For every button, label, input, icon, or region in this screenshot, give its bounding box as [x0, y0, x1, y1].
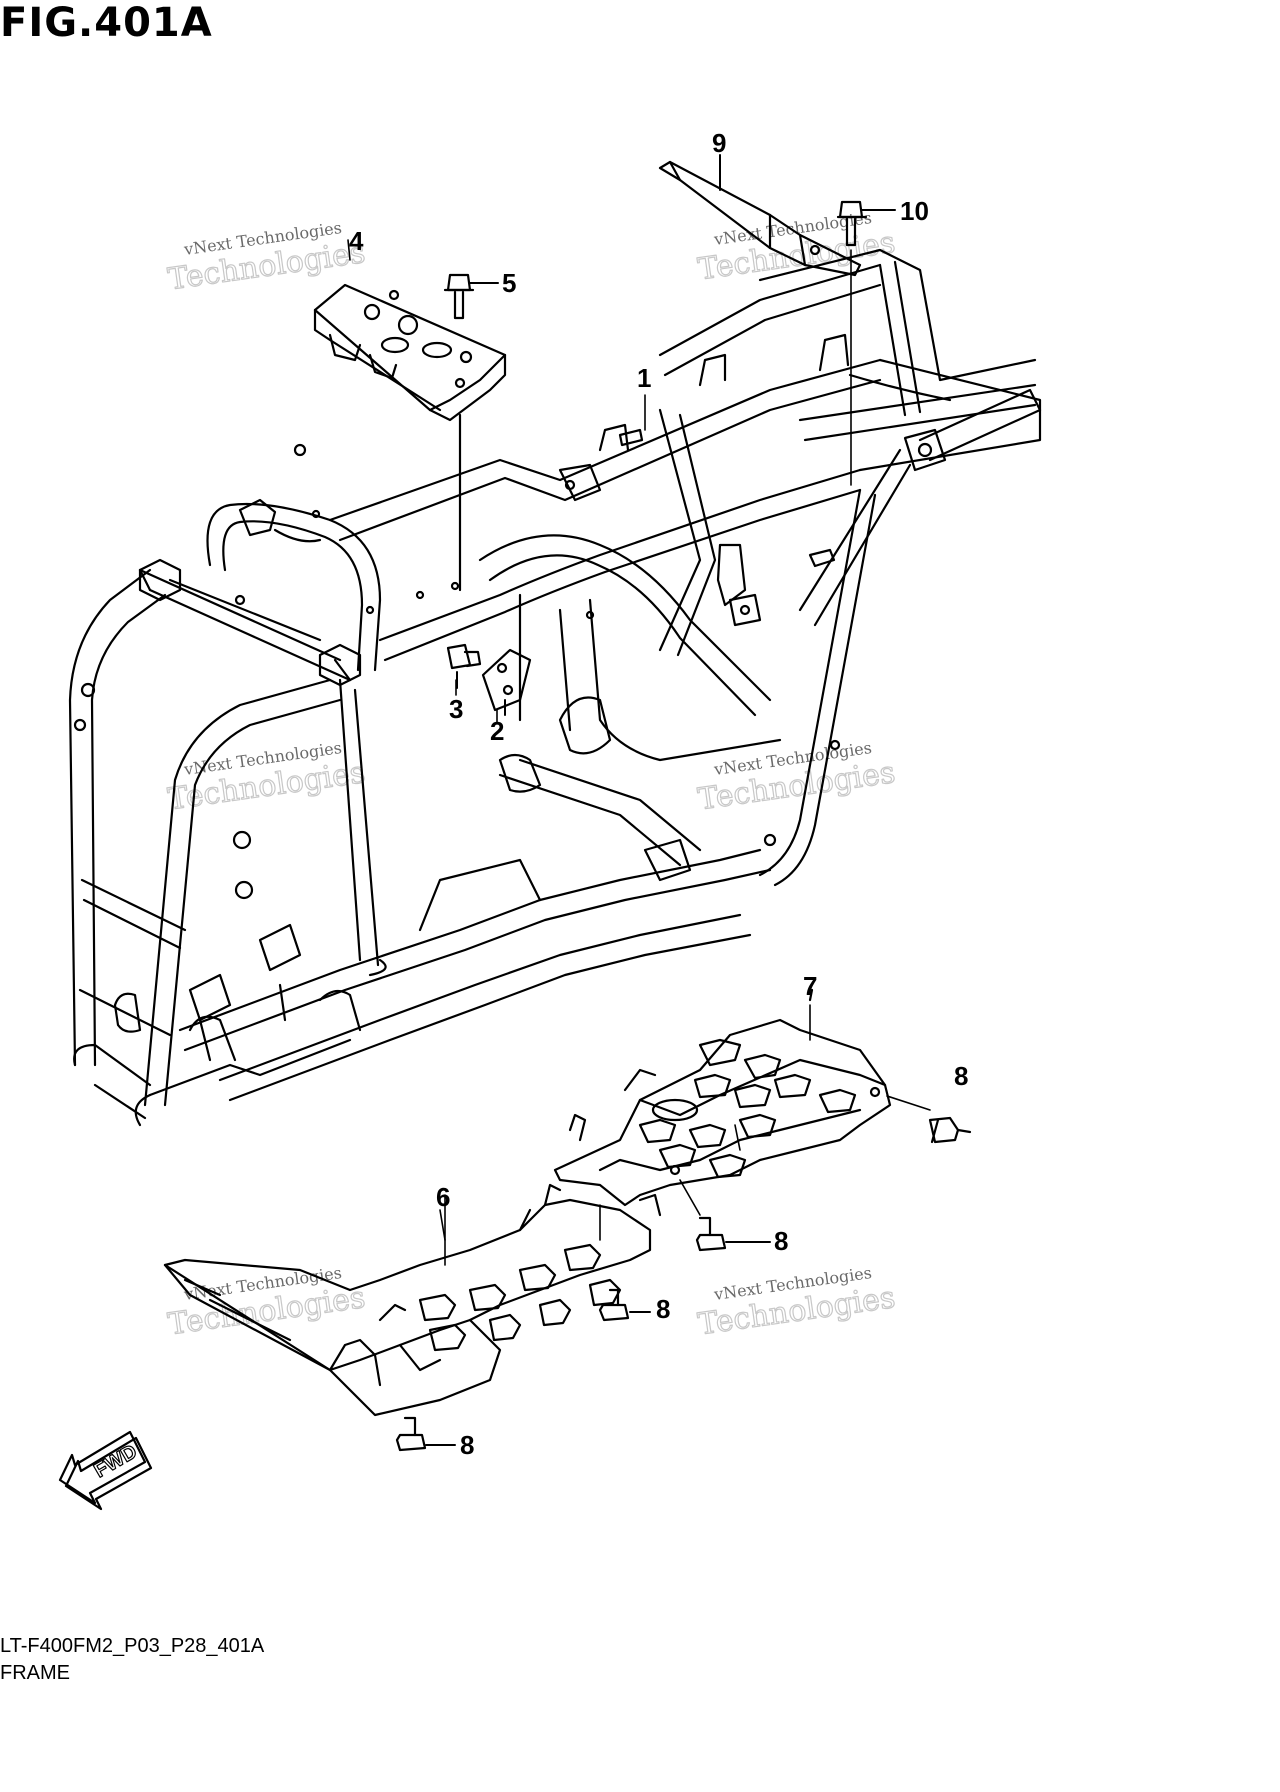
callout-10: 10	[900, 196, 929, 226]
bolt-part-5	[443, 273, 499, 320]
callout-5: 5	[502, 268, 516, 298]
figure-title: FIG.401A	[0, 0, 213, 46]
bolt-part-10	[836, 200, 896, 486]
bolt-part-8-c	[598, 1288, 651, 1322]
callout-7: 7	[803, 971, 817, 1001]
callout-8-d: 8	[460, 1430, 474, 1460]
fwd-arrow-icon: FWD	[58, 1430, 153, 1511]
skid-plate-part-6	[163, 1183, 662, 1417]
diagram-name: FRAME	[0, 1662, 70, 1684]
callout-8-a: 8	[954, 1061, 968, 1091]
callout-8-c: 8	[656, 1294, 670, 1324]
bracket-part-9	[658, 154, 862, 277]
skid-plate-part-7	[553, 988, 931, 1216]
callout-4: 4	[349, 226, 364, 256]
bolt-part-8-b	[695, 1216, 771, 1252]
plate-part-2	[481, 648, 532, 716]
callout-2: 2	[490, 716, 504, 746]
watermarks: vNext Technologies Technologies vNext Te…	[165, 208, 898, 1343]
bolt-part-8-d	[395, 1416, 456, 1452]
diagram-code: LT-F400FM2_P03_P28_401A	[0, 1635, 265, 1657]
exploded-parts-diagram: vNext Technologies Technologies vNext Te…	[58, 128, 1042, 1511]
callout-1: 1	[637, 363, 651, 393]
callout-3: 3	[449, 694, 463, 724]
callout-8-b: 8	[774, 1226, 788, 1256]
callout-9: 9	[712, 128, 726, 158]
callouts: 1 2 3 4 5 6 7 8 8 8 8 9 10	[349, 128, 968, 1460]
seat-plate-part-4	[313, 283, 507, 422]
bolt-part-3	[446, 643, 482, 689]
frame-part-1	[68, 248, 1042, 1127]
leader-lines	[347, 239, 741, 1241]
callout-6: 6	[436, 1182, 450, 1212]
bolt-part-8-a	[928, 1116, 972, 1144]
